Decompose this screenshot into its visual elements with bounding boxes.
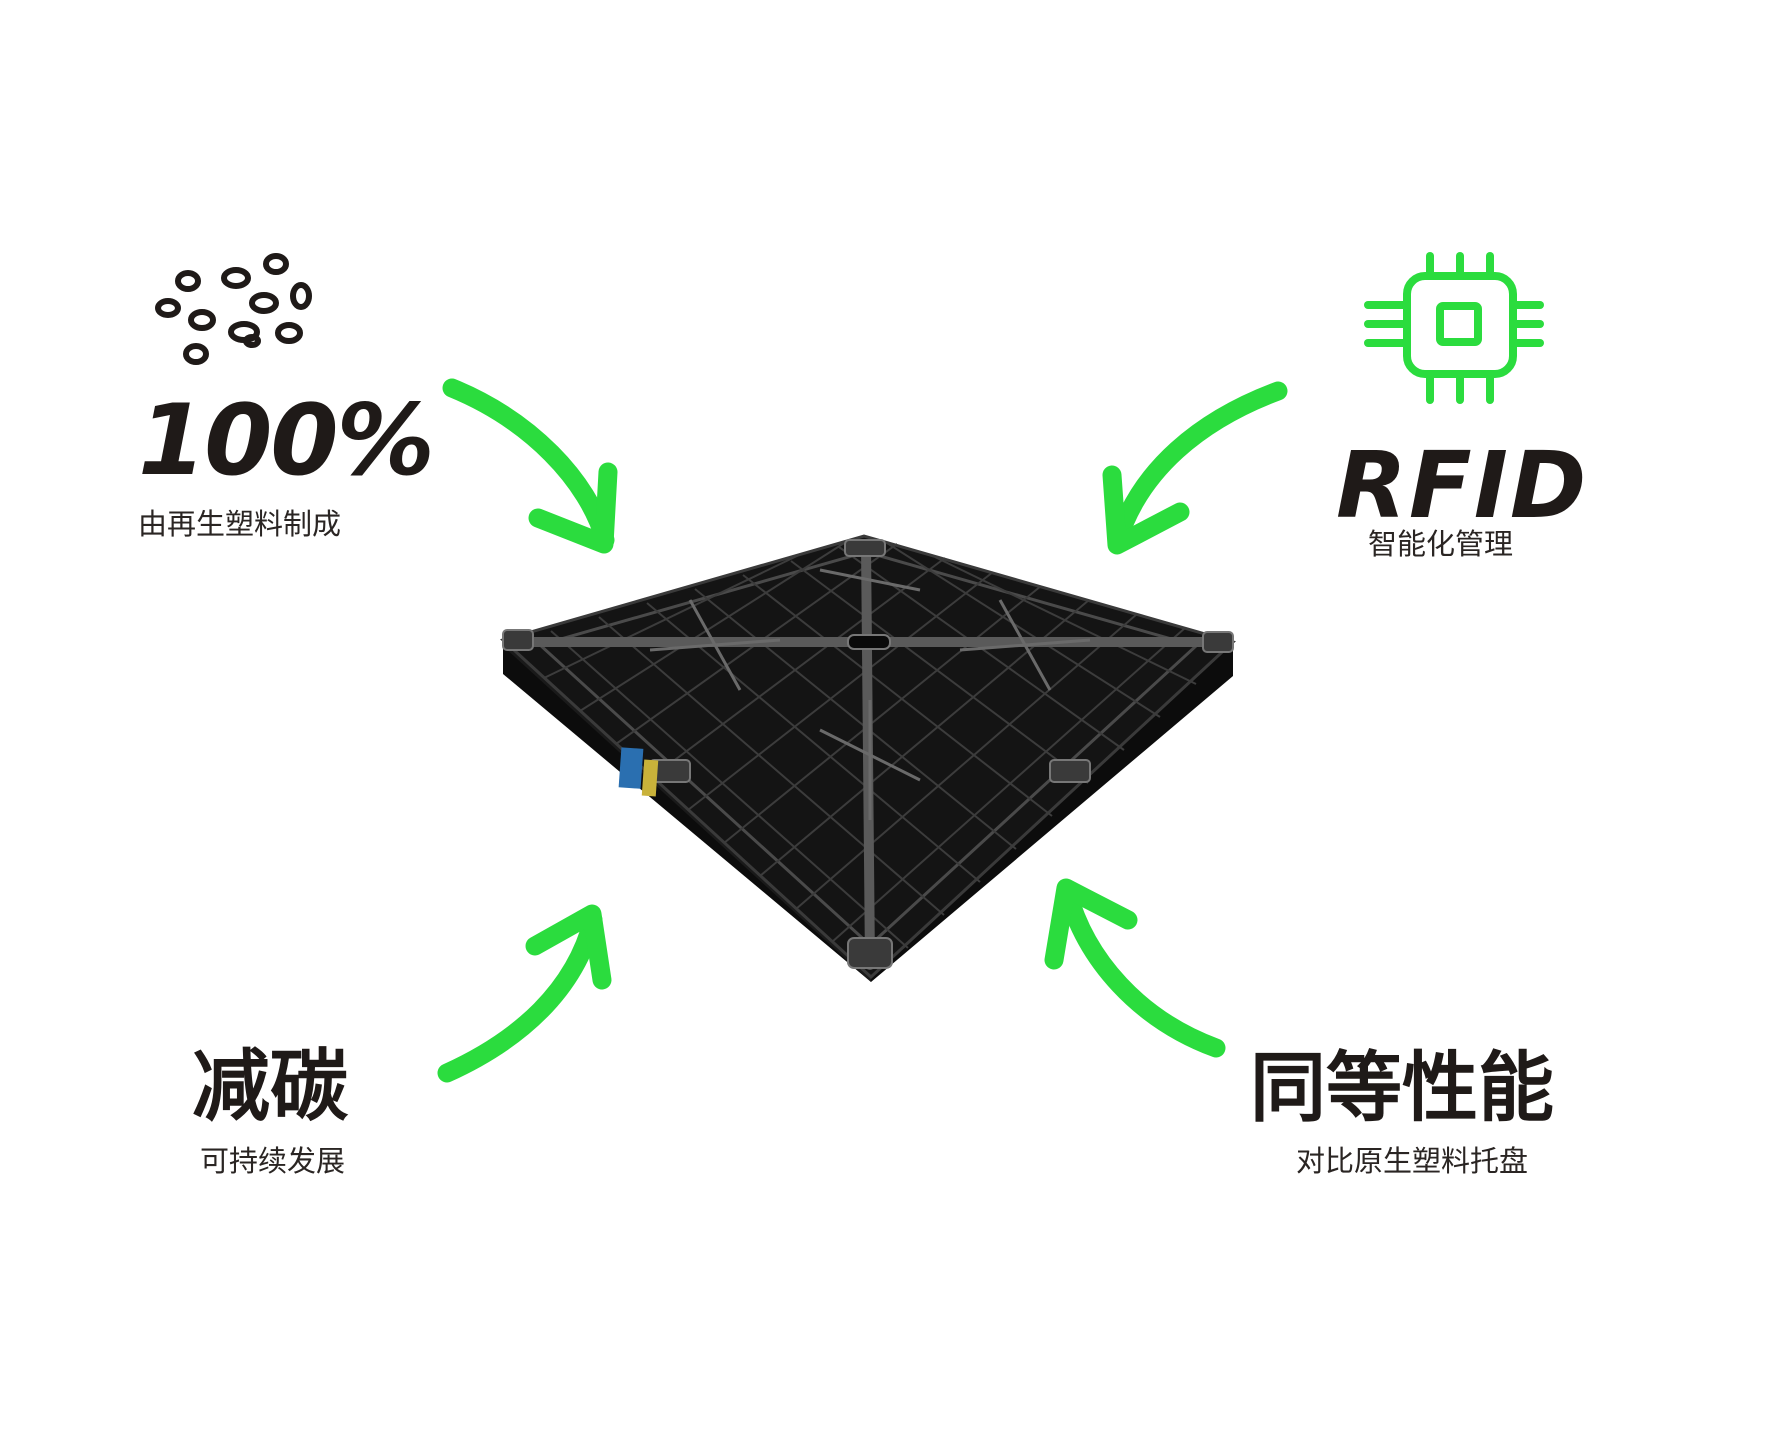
arrow-bottom-right-icon xyxy=(1057,880,1226,1058)
chip-icon xyxy=(1364,252,1544,404)
feature-subtitle-rfid: 智能化管理 xyxy=(1368,527,1514,561)
arrow-top-right-icon xyxy=(1108,381,1288,550)
feature-subtitle-recycled: 由再生塑料制成 xyxy=(138,507,342,541)
feature-subtitle-carbon: 可持续发展 xyxy=(200,1144,346,1178)
arrow-bottom-left-head-icon xyxy=(525,904,612,990)
feature-title-carbon: 减碳 xyxy=(192,1042,349,1132)
feature-title-performance: 同等性能 xyxy=(1250,1043,1554,1132)
arrow-top-right-head-icon xyxy=(1102,465,1190,555)
feature-title-rfid: RFID xyxy=(1336,432,1589,539)
arrow-bottom-right-head-icon xyxy=(1044,878,1138,970)
feature-subtitle-performance: 对比原生塑料托盘 xyxy=(1296,1144,1529,1178)
arrow-bottom-left-icon xyxy=(437,910,603,1083)
arrow-top-left-head-icon xyxy=(528,462,618,554)
pallet-image xyxy=(500,534,1236,982)
pellets-icon xyxy=(155,253,312,365)
feature-title-recycled: 100% xyxy=(138,384,435,498)
arrow-top-left-icon xyxy=(442,378,615,550)
